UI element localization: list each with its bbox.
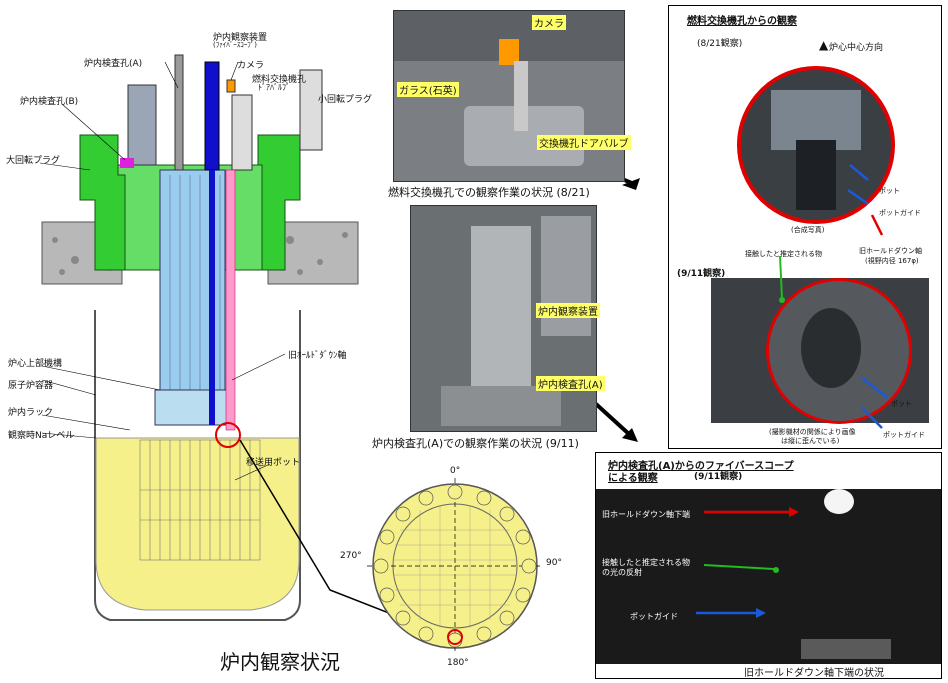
core-map-180: 180°: [447, 658, 469, 668]
core-map-0: 0°: [450, 466, 461, 476]
panel2-shaft-bottom: 旧ホールドダウン軸下端: [602, 510, 690, 519]
panel1-note-1: (撮影機材の関係により画像: [769, 428, 856, 436]
inspection-hole-b-marker: [120, 158, 134, 168]
composite-photo: [737, 66, 895, 224]
panel2-date: (9/11観察): [694, 472, 743, 482]
panel1-pot-guide: ポットガイド: [879, 209, 921, 217]
panel2-arrows: [696, 507, 799, 618]
panel1-title: 燃料交換機孔からの観察: [687, 16, 797, 27]
panel-fiberscope: 炉内検査孔(A)からのファイバースコープ による観察 (9/11観察) 旧ホール…: [595, 452, 942, 679]
upper-core-bottom: [154, 389, 231, 426]
panel2-reflection-2: の光の反射: [602, 568, 642, 577]
fiberscope-device: [204, 61, 220, 171]
photo1-label-glass: ガラス(石英): [397, 82, 459, 97]
panel1-date2: (9/11観察): [677, 269, 726, 279]
panel2-title-2: による観察: [608, 473, 658, 484]
photo1-label-camera: カメラ: [532, 15, 566, 30]
photo2-label-hole: 炉内検査孔(A): [536, 376, 605, 391]
old-holddown-shaft: [225, 169, 236, 431]
label-fuel-door-valve-2: ﾄﾞｱﾊﾞﾙﾌﾞ: [258, 83, 290, 92]
label-inspection-hole-a: 炉内検査孔(A): [84, 59, 143, 69]
label-inspection-hole-b: 炉内検査孔(B): [20, 97, 79, 107]
fuel-door-valve-body: [231, 94, 253, 171]
fiberscope-rod: [209, 170, 215, 425]
panel1-fov: (視野内径 167φ): [865, 257, 919, 265]
label-in-vessel-rack: 炉内ラック: [8, 408, 54, 418]
panel1-core-direction: 炉心中心方向: [829, 43, 884, 53]
page-title: 炉内観察状況: [220, 650, 340, 674]
label-fiberscope-device: 炉内観察装置: [213, 33, 268, 43]
label-old-holddown-shaft: 旧ﾎｰﾙﾄﾞﾀﾞｳﾝ軸: [288, 351, 347, 361]
core-map-90: 90°: [546, 558, 562, 568]
panel-fuel-exchange: 燃料交換機孔からの観察 (8/21観察) 炉心中心方向 ▲ ポット ポットガイド…: [668, 5, 942, 449]
core-map-270: 270°: [340, 551, 362, 561]
panel1-note-2: は縦に歪んでいる): [781, 437, 840, 445]
inspection-hole-b-top: [127, 84, 157, 166]
photo-inspection-hole: [410, 205, 597, 432]
panel2-pot-guide: ポットガイド: [630, 612, 678, 621]
panel1-contact-object: 接触したと推定される物: [745, 250, 822, 258]
label-upper-core-structure: 炉心上部機構: [8, 359, 63, 369]
panel1-pot2: ポット: [891, 400, 912, 408]
panel1-composite: (合成写真): [791, 226, 825, 234]
label-large-rotating-plug: 大回転プラグ: [6, 156, 61, 166]
panel1-date1: (8/21観察): [697, 39, 743, 49]
panel1-pot: ポット: [879, 187, 900, 195]
label-fuel-door-valve: 燃料交換機孔: [252, 75, 307, 85]
fiberscope-image: 旧ホールドダウン軸下端 接触したと推定される物 の光の反射 ポットガイド: [596, 489, 941, 664]
panel2-caption: 旧ホールドダウン軸下端の状況: [744, 668, 884, 679]
panel2-title-1: 炉内検査孔(A)からのファイバースコープ: [608, 461, 794, 472]
photo1-caption: 燃料交換機孔での観察作業の状況 (8/21): [388, 186, 590, 199]
label-transfer-pot: 移送用ポット: [246, 458, 301, 468]
pot-ring: [373, 484, 537, 648]
label-small-rotating-plug: 小回転プラグ: [318, 95, 373, 105]
arrow-to-panel-2: [594, 402, 632, 437]
panel1-pot-guide2: ポットガイド: [883, 431, 925, 439]
photo2-caption: 炉内検査孔(A)での観察作業の状況 (9/11): [372, 437, 579, 450]
label-fiberscope-sub: (ﾌｧｲﾊﾞｰｽｺｰﾌﾟ): [213, 41, 257, 49]
holddown-photo: [711, 278, 929, 424]
inspection-hole-a-pipe: [174, 54, 184, 171]
camera-marker: [226, 79, 236, 93]
core-lattice: [139, 439, 261, 561]
panel1-old-shaft: 旧ホールドダウン軸: [859, 247, 922, 255]
panel2-reflection-1: 接触したと推定される物: [602, 558, 690, 567]
up-arrow-icon: ▲: [819, 38, 829, 52]
label-camera: カメラ: [237, 61, 265, 71]
core-map-pot-marker: [447, 629, 463, 645]
small-plug-mechanism: [299, 69, 323, 151]
reactor-vessel: [94, 310, 301, 621]
label-reactor-vessel: 原子炉容器: [8, 381, 54, 391]
photo1-label-door-valve: 交換機孔ドアバルブ: [537, 135, 631, 150]
pot-position-marker: [215, 422, 241, 448]
photo-fuel-exchange: [393, 10, 625, 182]
sodium-pool: [95, 437, 300, 611]
label-sodium-level: 観察時Naレベル: [8, 431, 75, 441]
photo2-label-device: 炉内観察装置: [536, 303, 600, 318]
